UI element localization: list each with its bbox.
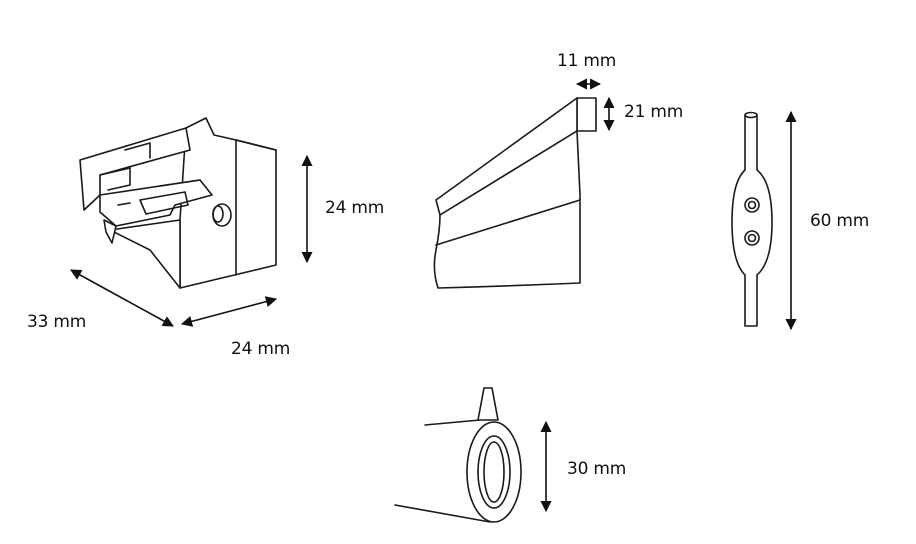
- ring-height-label: 30 mm: [567, 459, 627, 479]
- hook-length-label: 60 mm: [810, 211, 870, 231]
- bracket-length-dimension: [70, 269, 174, 327]
- bracket-length-label: 33 mm: [27, 312, 87, 332]
- rail-width-label: 11 mm: [557, 51, 617, 71]
- bracket-height-label: 24 mm: [325, 198, 385, 218]
- bracket-width-dimension: [180, 296, 278, 327]
- bracket-drawing: [79, 117, 277, 289]
- hook-drawing: [731, 111, 773, 327]
- bracket-width-label: 24 mm: [231, 339, 291, 359]
- rail-drawing: [433, 97, 597, 289]
- rail-height-label: 21 mm: [624, 102, 684, 122]
- ring-drawing: [394, 387, 522, 523]
